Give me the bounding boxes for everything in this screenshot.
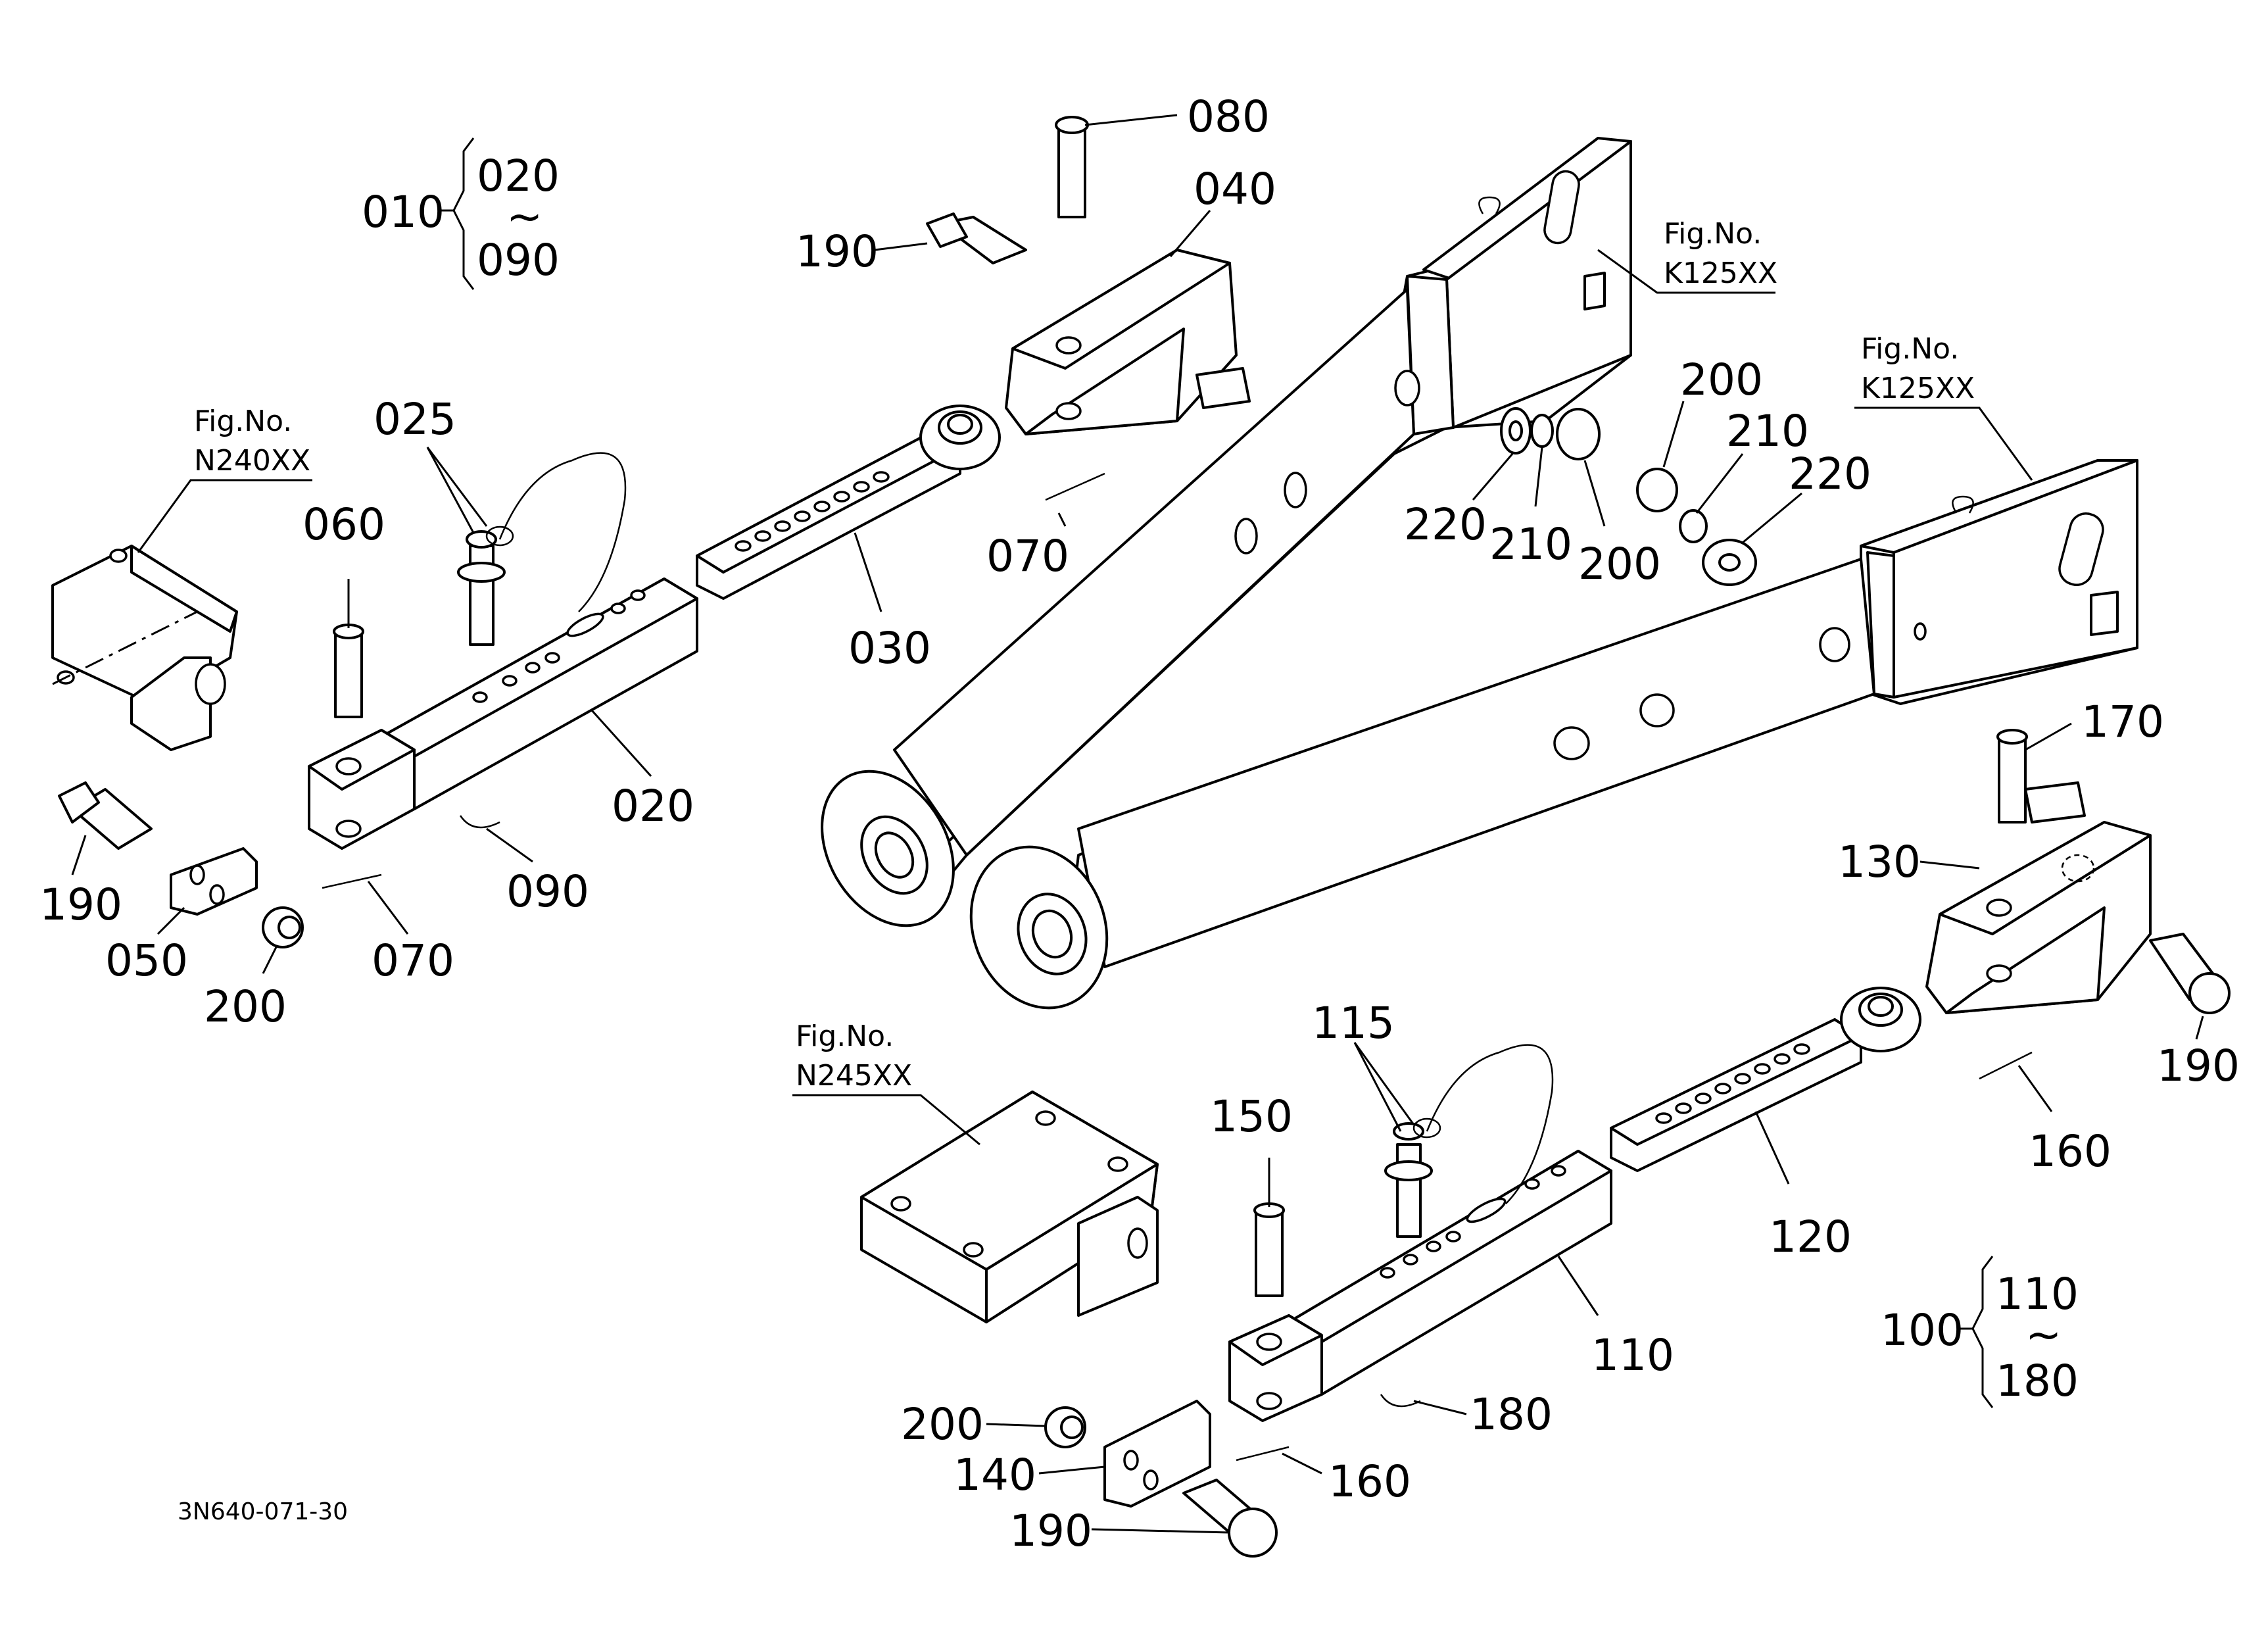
- callout-070: 070: [986, 531, 1069, 581]
- callout-110: 110: [1591, 1330, 1674, 1381]
- callout-020: 020: [612, 781, 694, 831]
- callout-190: 190: [39, 879, 122, 930]
- fig-ref-line1: Fig.No.: [1664, 217, 1762, 251]
- upper-clevis-hardware: [926, 116, 1757, 586]
- callout-200: 200: [901, 1399, 984, 1450]
- callouts: 080 040 190 025 060 030 070 020 090 190 …: [39, 91, 2240, 1556]
- callout-210: 210: [1489, 519, 1572, 570]
- assembly-to: 090: [477, 235, 560, 285]
- callout-150: 150: [1210, 1091, 1293, 1142]
- callout-050: 050: [105, 935, 188, 986]
- callout-090: 090: [506, 866, 589, 917]
- callout-190: 190: [796, 226, 879, 277]
- assembly-to: 180: [1996, 1356, 2079, 1406]
- callout-120: 120: [1769, 1212, 1852, 1262]
- assembly-group-010: 010 020 ~ 090: [362, 137, 560, 290]
- stabilizer-upper: [58, 249, 1251, 948]
- callout-220: 220: [1404, 499, 1487, 550]
- callout-220: 220: [1789, 449, 1871, 499]
- callout-200: 200: [1578, 539, 1661, 589]
- callout-160: 160: [2029, 1126, 2111, 1177]
- figure-ref-k125-upper: Fig.No. K125XX: [1597, 217, 1777, 294]
- callout-025: 025: [374, 394, 456, 445]
- callout-190: 190: [2157, 1041, 2240, 1091]
- assembly-group-100: 100 110 ~ 180: [1881, 1256, 2079, 1408]
- fig-ref-line1: Fig.No.: [1861, 332, 1959, 366]
- mount-bracket-n240: [51, 545, 238, 751]
- assembly-label: 100: [1881, 1305, 1964, 1356]
- fig-ref-line1: Fig.No.: [194, 405, 292, 438]
- assembly-tilde: ~: [2025, 1310, 2062, 1360]
- callout-180: 180: [1470, 1389, 1553, 1440]
- assembly-from: 020: [477, 151, 560, 201]
- stabilizer-lower: [1044, 729, 2231, 1558]
- callout-190: 190: [1009, 1506, 1092, 1556]
- callout-030: 030: [848, 623, 931, 674]
- callout-170: 170: [2081, 697, 2164, 747]
- fig-ref-line2: N240XX: [194, 444, 310, 478]
- callout-040: 040: [1194, 164, 1276, 214]
- callout-210: 210: [1726, 406, 1809, 456]
- callout-130: 130: [1838, 837, 1921, 887]
- fig-ref-line2: K125XX: [1861, 372, 1975, 405]
- callout-060: 060: [302, 499, 385, 550]
- lower-link-arm-upper: [821, 137, 1632, 927]
- callout-200: 200: [1680, 355, 1763, 405]
- callout-200: 200: [204, 981, 287, 1032]
- figure-ref-k125-lower: Fig.No. K125XX: [1854, 332, 2033, 481]
- assembly-label: 010: [362, 187, 445, 237]
- callout-070: 070: [372, 935, 454, 986]
- assembly-from: 110: [1996, 1269, 2079, 1319]
- lower-link-arm-lower: [969, 459, 2138, 1010]
- figure-ref-n245: Fig.No. N245XX: [792, 1020, 980, 1146]
- callout-080: 080: [1187, 91, 1270, 142]
- callout-115: 115: [1312, 998, 1395, 1048]
- mount-bracket-n245: [860, 1091, 1159, 1323]
- callout-140: 140: [953, 1450, 1036, 1500]
- fig-ref-line1: Fig.No.: [796, 1020, 894, 1053]
- fig-ref-line2: N245XX: [796, 1059, 912, 1093]
- drawing-code: 3N640-071-30: [178, 1498, 348, 1525]
- callout-160: 160: [1328, 1456, 1411, 1507]
- fig-ref-line2: K125XX: [1664, 257, 1777, 290]
- assembly-tilde: ~: [506, 191, 543, 242]
- figure-ref-n240: Fig.No. N240XX: [137, 405, 312, 553]
